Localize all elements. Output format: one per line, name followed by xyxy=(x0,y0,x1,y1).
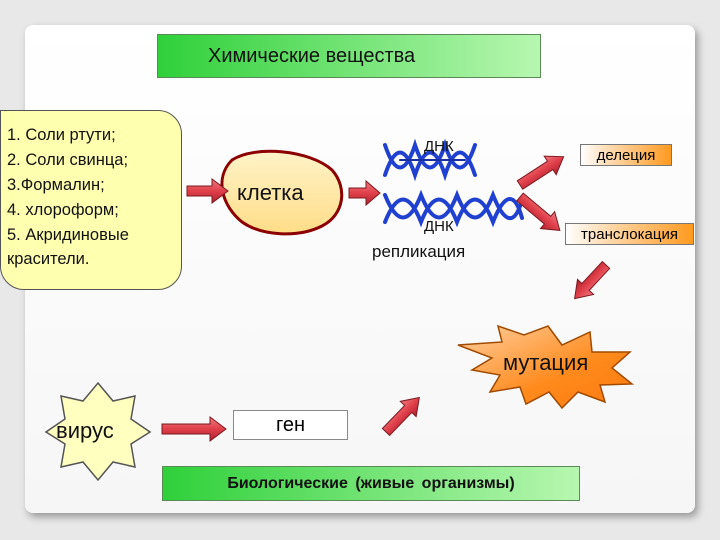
virus-label: вирус xyxy=(56,418,114,443)
replication-label: репликация xyxy=(372,242,466,261)
mutation-burst xyxy=(457,324,635,410)
deletion-box: делеция xyxy=(580,144,672,166)
virus-star xyxy=(44,381,152,482)
chemical-item-1: 1. Соли ртути; xyxy=(7,126,116,144)
dna-double-helix xyxy=(383,138,524,228)
chemical-item-2: 2. Соли свинца; xyxy=(7,151,129,169)
arrow-cell-to-dna xyxy=(348,179,381,207)
arrow-dna-to-translocation xyxy=(516,192,561,231)
arrow-gene-to-mutation xyxy=(381,396,420,437)
chemical-item-4: 4. хлороформ; xyxy=(7,201,119,219)
chemicals-list-box: 1. Соли ртути; 2. Соли свинца; 3.Формали… xyxy=(0,110,182,290)
arrow-virus-to-gene xyxy=(161,416,227,442)
arrow-chemicals-to-cell xyxy=(186,178,229,204)
dna-label-bottom: ДНК xyxy=(424,218,454,235)
gene-label: ген xyxy=(275,413,306,436)
translocation-box: транслокация xyxy=(565,223,694,245)
chemical-item-3: 3.Формалин; xyxy=(7,176,105,194)
chemical-item-5: 5. Акридиновые xyxy=(7,226,129,244)
chemical-item-6: красители. xyxy=(7,250,90,268)
chemicals-title: Химические вещества xyxy=(208,44,416,67)
cell-shape xyxy=(220,149,344,236)
arrow-translocation-to-mutation xyxy=(574,260,611,300)
gene-box: ген xyxy=(233,410,348,440)
cell-label: клетка xyxy=(237,180,304,205)
chemicals-title-box: Химические вещества xyxy=(157,34,541,78)
deletion-label: делеция xyxy=(596,146,656,164)
biological-title-box: Биологические (живые организмы) xyxy=(162,466,580,501)
biological-title: Биологические (живые организмы) xyxy=(227,474,515,492)
arrow-dna-to-deletion xyxy=(516,155,565,190)
dna-label-top: ДНК xyxy=(424,138,454,155)
translocation-label: транслокация xyxy=(581,225,678,243)
mutation-label: мутация xyxy=(503,350,589,375)
